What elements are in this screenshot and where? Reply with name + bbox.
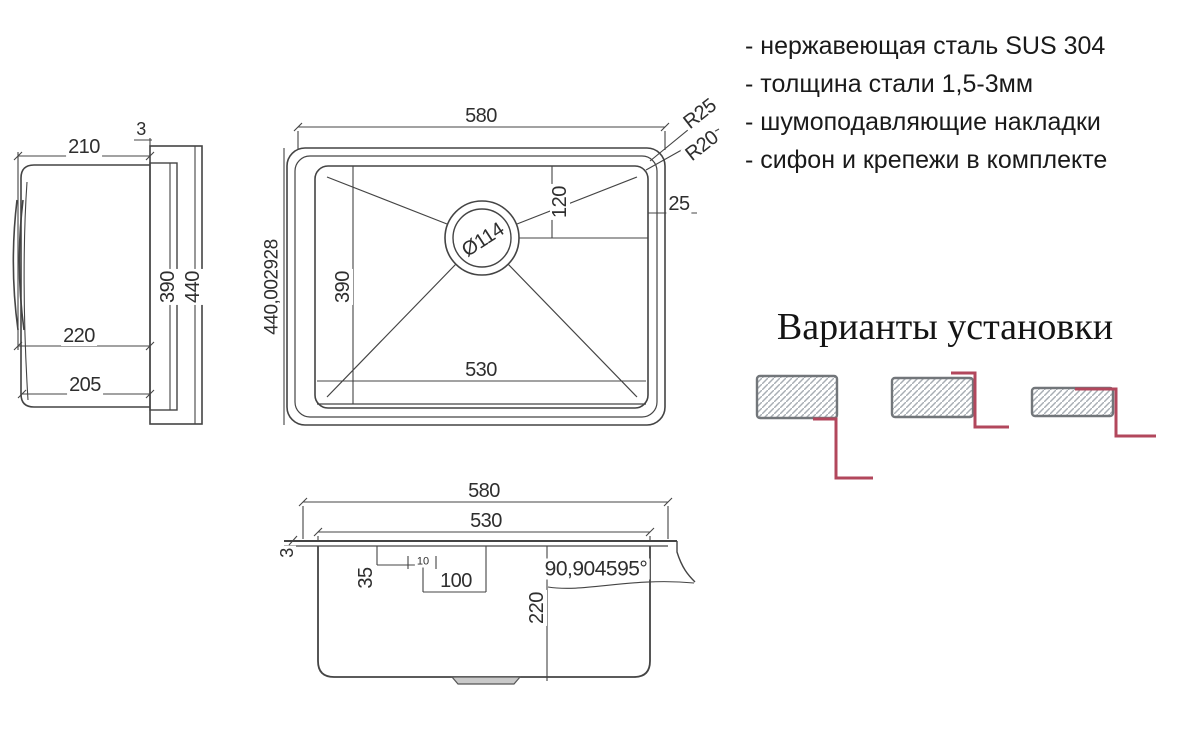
dim-front-rim-drop: 35 [355, 565, 377, 591]
dim-front-bowl-width: 530 [468, 510, 504, 532]
dim-side-width-mid: 220 [61, 325, 97, 347]
dim-front-detail: 10 [414, 555, 432, 568]
undermount-diagram [755, 374, 873, 480]
dim-side-outer-height: 440 [182, 269, 204, 305]
installation-title: Варианты установки [776, 306, 1114, 348]
front-rim-hook [676, 541, 696, 583]
countertop-section [1030, 386, 1115, 418]
front-drain-boss [450, 676, 522, 685]
top-flange-outer [286, 147, 666, 426]
feature-list: - нержавеющая сталь SUS 304 - толщина ст… [745, 27, 1185, 179]
dim-top-flange: 25 [666, 193, 692, 215]
top-view-drawing [283, 106, 720, 426]
front-view-drawing [284, 497, 696, 685]
sink-rim-profile [813, 417, 873, 480]
top-flange-inner [294, 155, 658, 418]
dim-front-wall-angle: 90,904595° [542, 557, 650, 581]
dim-side-thickness: 3 [134, 119, 148, 139]
dim-top-height-total: 440,002928 [261, 237, 283, 337]
dim-front-drain-width: 100 [438, 570, 474, 592]
drain-circle-inner [452, 208, 512, 268]
dim-front-width: 580 [466, 480, 502, 502]
installation-diagrams [755, 371, 1156, 480]
dim-top-width: 580 [463, 105, 499, 127]
overmount-diagram [1030, 386, 1156, 438]
sink-rim-profile [1075, 387, 1156, 438]
feature-item-noise: - шумоподавляющие накладки [745, 108, 1101, 136]
dim-top-bowl-length: 390 [332, 269, 354, 305]
dim-front-thickness: 3 [277, 546, 297, 560]
feature-item-material: - нержавеющая сталь SUS 304 [745, 32, 1106, 60]
feature-item-thickness: - толщина стали 1,5-3мм [745, 70, 1034, 98]
dim-side-inner-height: 390 [157, 269, 179, 305]
top-bowl-diagonals [326, 176, 638, 398]
front-dimension-lines [288, 497, 695, 681]
dim-side-width-bottom: 205 [67, 374, 103, 396]
feature-item-siphon: - сифон и крепежи в комплекте [745, 146, 1108, 174]
sink-rim-profile [951, 371, 1009, 429]
dim-front-depth: 220 [526, 590, 548, 626]
dim-top-drain-offset: 120 [549, 184, 571, 220]
top-bowl-edge [314, 165, 649, 409]
side-bowl-outline [20, 164, 150, 408]
countertop-section [890, 376, 975, 419]
top-dimension-lines [283, 106, 720, 425]
flushmount-diagram [890, 371, 1009, 429]
dim-top-bowl-width: 530 [463, 359, 499, 381]
countertop-section [755, 374, 839, 420]
side-bowl-wall [23, 181, 29, 401]
dim-side-width-top: 210 [66, 136, 102, 158]
